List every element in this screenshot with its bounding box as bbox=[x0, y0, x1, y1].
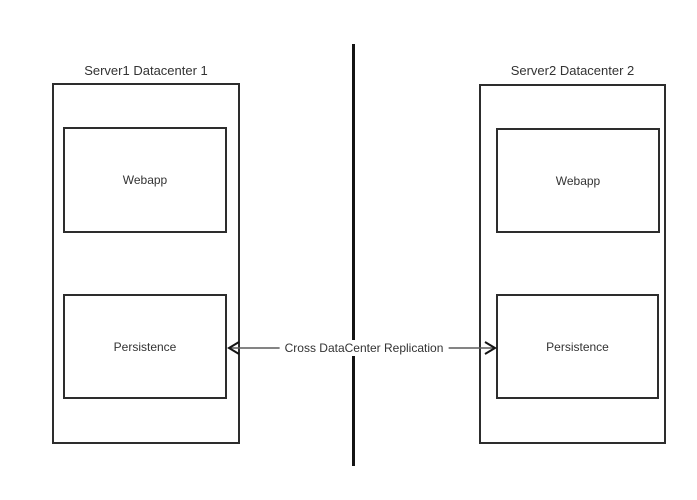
server2-persistence-label: Persistence bbox=[546, 339, 609, 354]
datacenter2-title: Server2 Datacenter 2 bbox=[510, 63, 635, 78]
server2-webapp-label: Webapp bbox=[555, 173, 601, 188]
server1-persistence-box: Persistence bbox=[63, 294, 227, 399]
replication-label: Cross DataCenter Replication bbox=[279, 340, 449, 356]
server1-webapp-box: Webapp bbox=[63, 127, 227, 233]
server1-webapp-label: Webapp bbox=[122, 173, 168, 187]
server1-persistence-label: Persistence bbox=[113, 339, 177, 354]
server2-persistence-box: Persistence bbox=[496, 294, 659, 399]
datacenter-divider-line bbox=[352, 44, 355, 466]
datacenter1-title: Server1 Datacenter 1 bbox=[84, 63, 208, 78]
server2-webapp-box: Webapp bbox=[496, 128, 660, 233]
